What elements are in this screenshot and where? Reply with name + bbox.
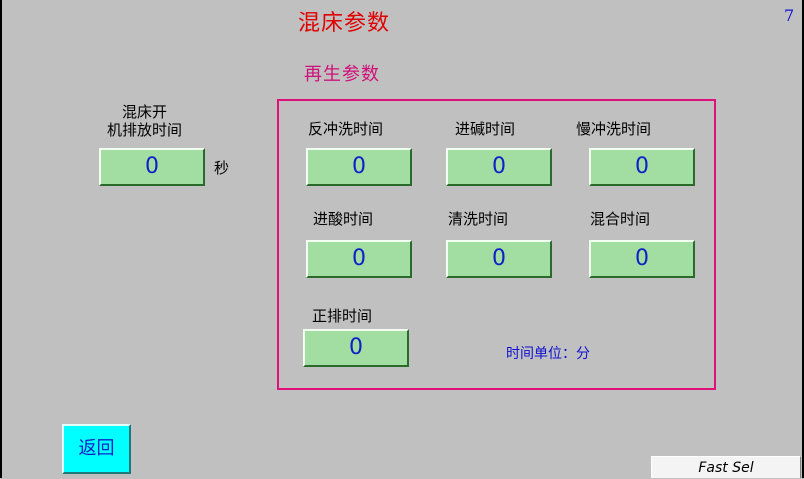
drain-time-label-line2: 机排放时间	[107, 121, 183, 139]
alkali-time-field[interactable]: 0	[446, 148, 552, 186]
drain-time-label-line1: 混床开	[122, 103, 168, 121]
slow-rinse-time-field[interactable]: 0	[589, 148, 695, 186]
acid-time-label: 进酸时间	[313, 210, 374, 228]
page-number: 7	[784, 6, 795, 25]
drain-time-field[interactable]: 0	[99, 148, 205, 186]
mix-time-field[interactable]: 0	[589, 240, 695, 278]
regeneration-panel	[277, 99, 716, 390]
window-right-border	[802, 0, 804, 478]
time-unit-note: 时间单位：分	[506, 346, 590, 362]
page-title: 混床参数	[298, 11, 391, 36]
mix-time-label: 混合时间	[590, 210, 651, 228]
backwash-time-field[interactable]: 0	[306, 148, 412, 186]
fast-sel-button[interactable]: Fast Sel	[651, 456, 801, 478]
alkali-time-label: 进碱时间	[455, 120, 516, 138]
acid-time-field[interactable]: 0	[306, 240, 412, 278]
window-left-border	[0, 0, 2, 478]
backwash-time-label: 反冲洗时间	[308, 120, 384, 138]
forward-drain-time-field[interactable]: 0	[303, 329, 409, 367]
drain-time-unit: 秒	[214, 159, 230, 177]
wash-time-field[interactable]: 0	[446, 240, 552, 278]
section-subtitle: 再生参数	[304, 64, 380, 85]
back-button[interactable]: 返回	[62, 424, 131, 474]
forward-drain-time-label: 正排时间	[312, 307, 373, 325]
slow-rinse-time-label: 慢冲洗时间	[576, 120, 652, 138]
wash-time-label: 清洗时间	[448, 210, 509, 228]
